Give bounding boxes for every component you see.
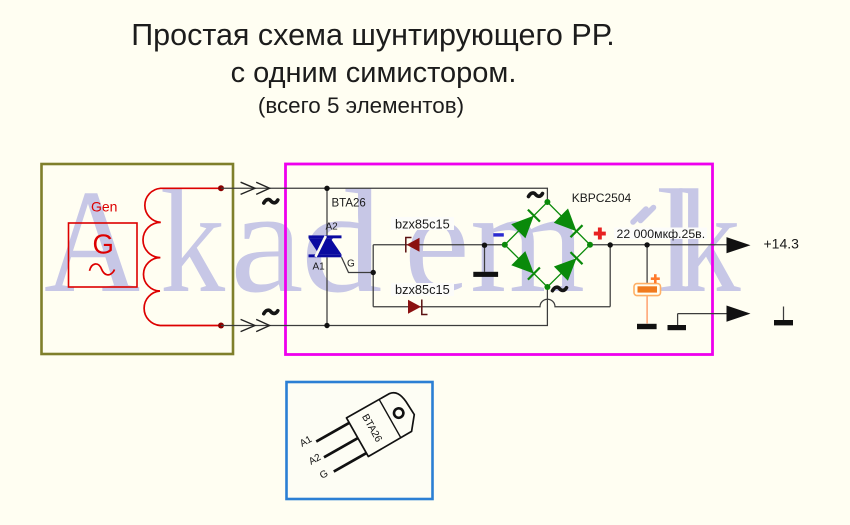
svg-text:BTA26: BTA26 — [332, 198, 366, 210]
svg-text:bzx85c15: bzx85c15 — [395, 282, 450, 297]
svg-text:KBPC2504: KBPC2504 — [572, 191, 632, 205]
svg-text:A1: A1 — [313, 262, 326, 273]
svg-text:+14.3: +14.3 — [764, 236, 800, 252]
svg-text:A2: A2 — [326, 222, 339, 233]
svg-text:Gen: Gen — [91, 199, 117, 215]
svg-text:G: G — [93, 229, 114, 260]
svg-text:22 000мкф.25в.: 22 000мкф.25в. — [617, 227, 706, 241]
svg-text:G: G — [347, 258, 355, 269]
svg-text:A2: A2 — [307, 452, 323, 468]
svg-text:A1: A1 — [298, 434, 314, 450]
svg-text:bzx85c15: bzx85c15 — [395, 217, 450, 232]
